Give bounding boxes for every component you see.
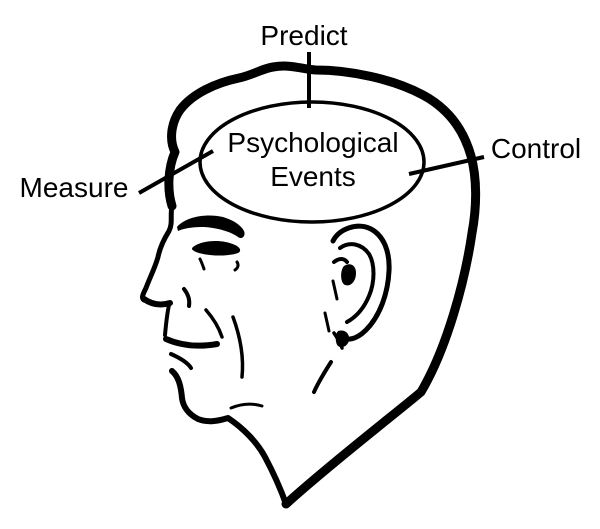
philtrum-path	[163, 303, 171, 337]
ear-concha-shape	[341, 264, 356, 286]
face-profile-path	[140, 203, 175, 303]
measure-pointer-line	[138, 149, 214, 195]
cheek-hollow-line	[231, 315, 245, 379]
mouth-path	[163, 336, 220, 349]
eye-shape	[192, 241, 241, 256]
eye-inner-tick	[198, 257, 206, 271]
head-outline-path	[164, 61, 481, 509]
eye-outer-tick	[233, 260, 240, 272]
label-measure: Measure	[20, 172, 129, 203]
control-pointer-line	[408, 155, 485, 176]
label-control: Control	[491, 133, 581, 164]
lower-lip-path	[169, 352, 193, 370]
ellipse-label-line2: Events	[270, 161, 356, 192]
ear-front-dash	[323, 311, 331, 333]
psychological-events-ellipse	[198, 100, 426, 224]
nostril-flare-line	[182, 287, 192, 308]
ear-outer-helix	[330, 223, 392, 342]
neck-crease-line	[312, 360, 333, 394]
chin-jaw-neck-path	[169, 368, 289, 507]
eyebrow-shape	[177, 215, 245, 239]
label-predict: Predict	[260, 20, 347, 51]
below-ear-dash	[332, 331, 344, 350]
jaw-wrinkle-line	[229, 402, 264, 410]
head-line-art	[140, 61, 481, 509]
ear-inner-helix	[338, 242, 376, 324]
ellipse-label-line1: Psychological	[227, 127, 398, 158]
nose-underside-path	[141, 296, 173, 308]
ear-tragus-curve	[332, 257, 349, 264]
ear-tragus-dash	[331, 279, 339, 301]
nasolabial-line	[204, 308, 224, 339]
